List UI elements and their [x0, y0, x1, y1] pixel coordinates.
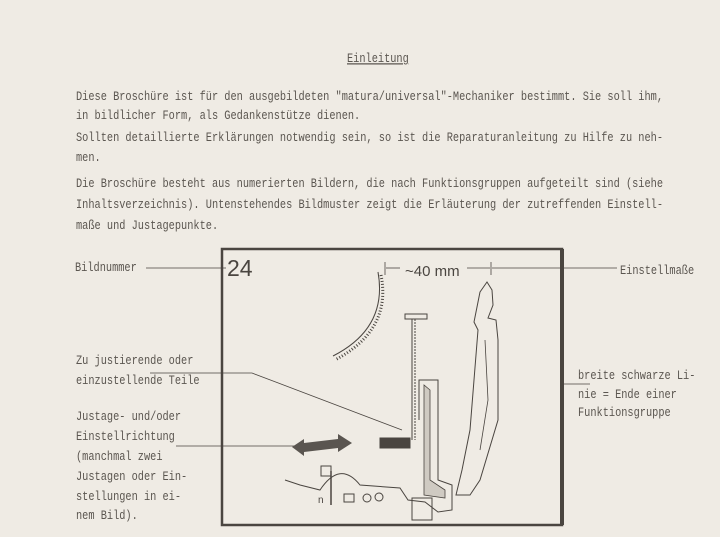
page-title: Einleitung — [347, 52, 409, 67]
figure-frame — [220, 247, 564, 527]
label-richtung-3: (manchmal zwei — [76, 450, 163, 465]
paragraph-3-line-2: Inhaltsverzeichnis). Untenstehendes Bild… — [76, 198, 664, 213]
label-richtung-4: Justagen oder Ein- — [76, 470, 188, 485]
svg-text:n: n — [318, 495, 324, 506]
label-richtung-1: Justage- und/oder — [76, 410, 182, 425]
adjusted-part — [379, 437, 411, 449]
label-linie-1: breite schwarze Li- — [578, 369, 696, 384]
label-richtung-6: nem Bild). — [76, 509, 138, 524]
paragraph-3-line-1: Die Broschüre besteht aus numerierten Bi… — [76, 177, 664, 192]
double-arrow-icon — [292, 434, 352, 456]
paragraph-1-line-1: Diese Broschüre ist für den ausgebildete… — [76, 90, 664, 105]
label-linie-2: nie = Ende einer — [578, 388, 677, 403]
label-bildnummer: Bildnummer — [75, 261, 137, 276]
paragraph-2-line-1: Sollten detaillierte Erklärungen notwend… — [76, 131, 664, 146]
label-linie-3: Funktionsgruppe — [578, 406, 671, 421]
paragraph-3-line-3: maße und Justagepunkte. — [76, 219, 219, 234]
label-teile-1: Zu justierende oder — [76, 354, 194, 369]
label-teile-2: einzustellende Teile — [76, 374, 200, 389]
figure-number: 24 — [227, 255, 253, 281]
label-einstellmasse: Einstellmaße — [620, 264, 695, 279]
label-richtung-5: stellungen in ei- — [76, 490, 182, 505]
dimension-value: ~40 mm — [405, 263, 460, 280]
label-richtung-2: Einstellrichtung — [76, 430, 175, 445]
paragraph-1-line-2: in bildlicher Form, als Gedankenstütze d… — [76, 109, 361, 124]
paragraph-2-line-2: men. — [76, 151, 101, 166]
